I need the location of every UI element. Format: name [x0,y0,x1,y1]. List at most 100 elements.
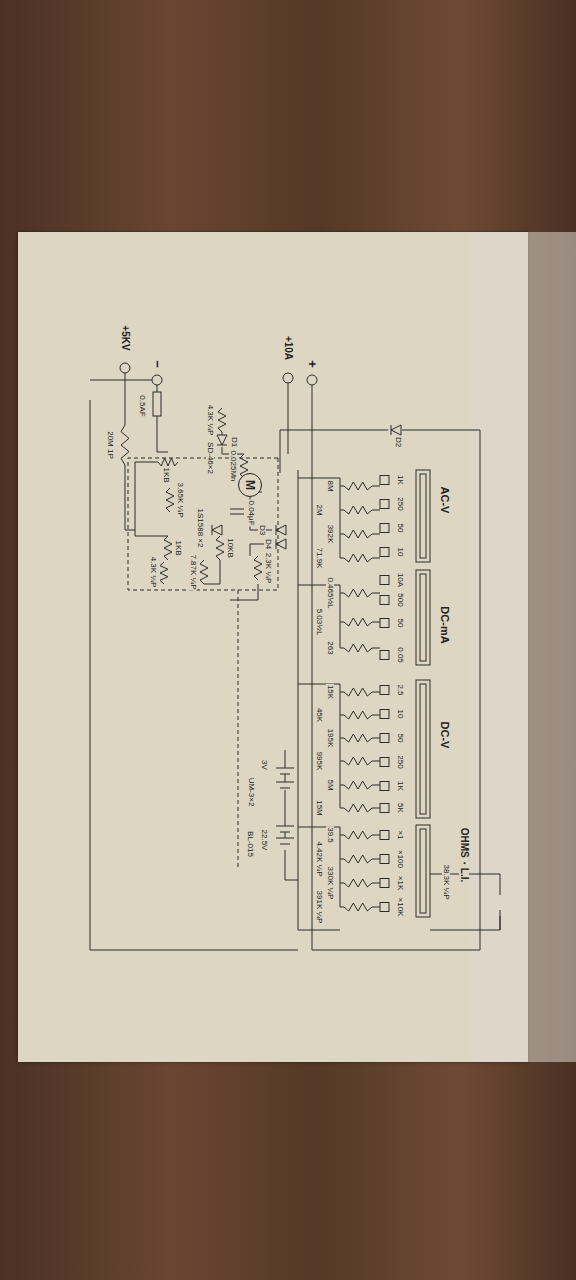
terminal-or-range-label: +10A [283,335,293,361]
switch-dashed-link [238,590,239,870]
terminal [120,363,130,373]
component-value: 0.465½L [326,576,334,609]
tape-strip [470,232,576,1062]
range-switch-track [420,829,426,913]
terminal-or-range-label: DC-V [439,721,450,750]
meter-letter: M [244,480,256,490]
switch-contact [380,879,389,888]
battery-symbol [276,768,294,844]
component-value: D4 [264,538,272,550]
switch-contact [380,576,389,585]
diode-symbol [217,435,227,445]
resistor-symbol [344,482,372,490]
wire [125,373,135,530]
switch-contact [380,758,389,767]
component-value: 250 [396,496,404,511]
component-value: 0.025Mn [229,449,237,482]
range-switch-track [420,684,426,814]
switch-contact [380,903,389,912]
switch-contact [380,734,389,743]
range-switch-track [420,574,426,661]
terminal-or-range-label: AC-V [439,486,450,515]
component-value: 50 [396,733,404,744]
component-value: 3V [260,759,268,771]
resistor-symbol [344,688,372,696]
wire [280,385,480,950]
terminal [307,375,317,385]
component-value: 0.05 [396,646,404,664]
component-value: 3.65K ¼P [176,481,184,518]
resistor-symbol [344,757,372,765]
switch-contact [380,804,389,813]
switch-contact [380,831,389,840]
range-switch-bar [416,825,430,917]
wire [135,385,168,536]
wire [285,750,298,880]
component-value: 4.3K ¼P [206,404,214,437]
component-value: ×100 [396,849,404,869]
component-value: 71.9K [315,547,323,570]
resistor-symbol [344,804,372,812]
component-value: 330K ¼P [326,866,334,901]
resistor-symbol [160,562,168,584]
component-value: 22.5V [260,829,268,852]
terminal-or-range-label: OHMS・L.I. [459,827,469,883]
switch-contact [380,710,389,719]
switch-contact [380,596,389,605]
component-value: 2.5 [396,683,404,696]
component-value: 263 [326,640,334,655]
component-value: 5.03½L [315,608,323,637]
wire [90,400,298,950]
component-value: 1K [396,780,404,792]
component-value: 0.5AF [138,394,146,417]
component-value: 500 [396,592,404,607]
component-value: D3 [258,524,266,536]
resistor-symbol [218,408,226,432]
component-value: 2.3K ¼P [264,552,272,585]
range-switch-bar [416,570,430,665]
range-switch-bar [416,470,430,562]
component-value: 995K [315,751,323,772]
range-switch-bar [416,680,430,818]
resistor-symbol [344,644,372,652]
resistor-symbol [344,711,372,719]
switch-contact [380,686,389,695]
resistor-symbol [166,488,174,512]
resistor-symbol [344,903,372,911]
terminal-or-range-label: DC-mA [439,605,450,644]
component-value: 50 [396,523,404,534]
component-value: 392K [326,524,334,545]
resistor-symbol [344,530,372,538]
component-value: 5K [396,802,404,814]
terminal-or-range-label: +5KV [120,324,130,351]
capacitor-symbol [230,509,244,514]
wire [430,916,500,930]
component-value: 1K [396,474,404,486]
component-value: 8M [326,479,334,492]
component-value: 1S1588 ×2 [196,508,204,549]
component-value: 1KB [162,466,170,483]
schematic-sheet: M+5KV−+10A+0.5AF20M 1P4.3K ¼PD1SD-46×20.… [20,230,530,1060]
component-value: 7.87K ¼P [189,553,197,590]
component-value: 15K [326,684,334,700]
component-value: 2M [315,503,323,516]
component-value: 10 [396,709,404,720]
meter-circle: M [238,473,262,497]
component-value: 250 [396,754,404,769]
resistor-symbol [158,458,178,466]
component-value: 4.3K ¼P [149,556,157,589]
resistor-symbol [344,781,372,789]
paper-sheet [18,232,528,1062]
diode-symbol [391,425,401,435]
component-value: BL-015 [246,830,254,858]
component-value: 1KB [174,539,182,556]
component-value: 45K [315,707,323,723]
component-value: ×1K [396,875,404,891]
component-value: 10A [396,572,404,588]
resistor-symbol [344,589,372,597]
component-value: 50 [396,618,404,629]
wire [204,497,272,600]
resistor-symbol [344,831,372,839]
resistor-symbol [344,618,372,626]
component-value: 39.5 [326,826,334,844]
